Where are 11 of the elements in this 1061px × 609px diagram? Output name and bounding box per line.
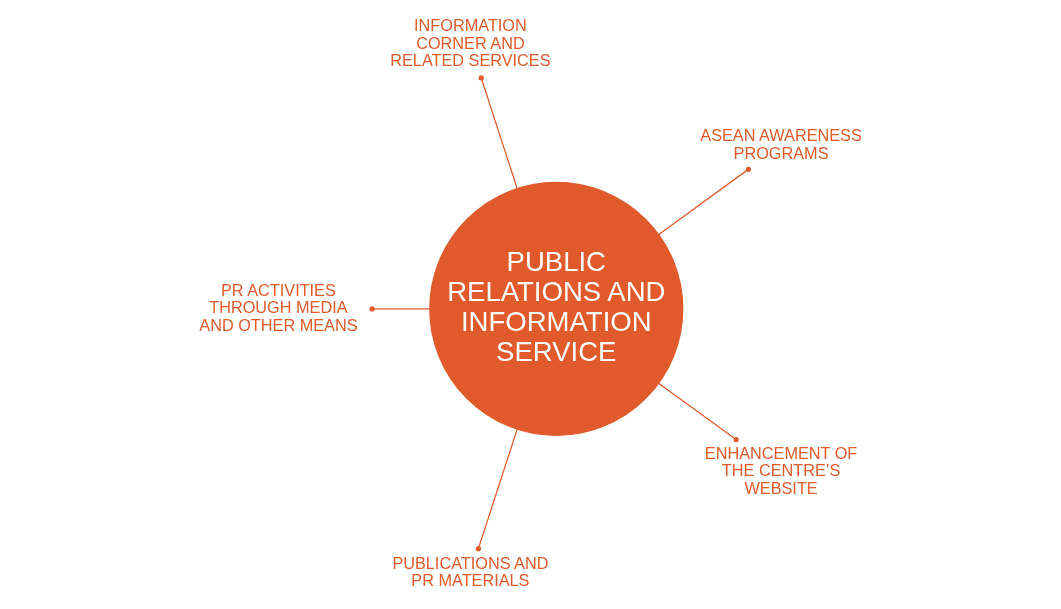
connector bbox=[478, 75, 518, 189]
node-text: INFORMATION CORNER AND RELATED SERVICES bbox=[389, 16, 551, 70]
node-text: PR ACTIVITIES THROUGH MEDIA AND OTHER MEANS bbox=[198, 280, 357, 334]
node-text: ASEAN AWARENESS PROGRAMS bbox=[699, 126, 862, 162]
node-circle: PUBLIC RELATIONS AND INFORMATION SERVICE bbox=[428, 181, 683, 436]
node-text: ENHANCEMENT OF THE CENTRE’S WEBSITE bbox=[704, 443, 857, 497]
connector bbox=[368, 306, 430, 312]
connector bbox=[657, 166, 751, 235]
connector bbox=[657, 382, 739, 443]
connector bbox=[475, 428, 518, 552]
node-text: PUBLICATIONS AND PR MATERIALS bbox=[391, 553, 548, 590]
